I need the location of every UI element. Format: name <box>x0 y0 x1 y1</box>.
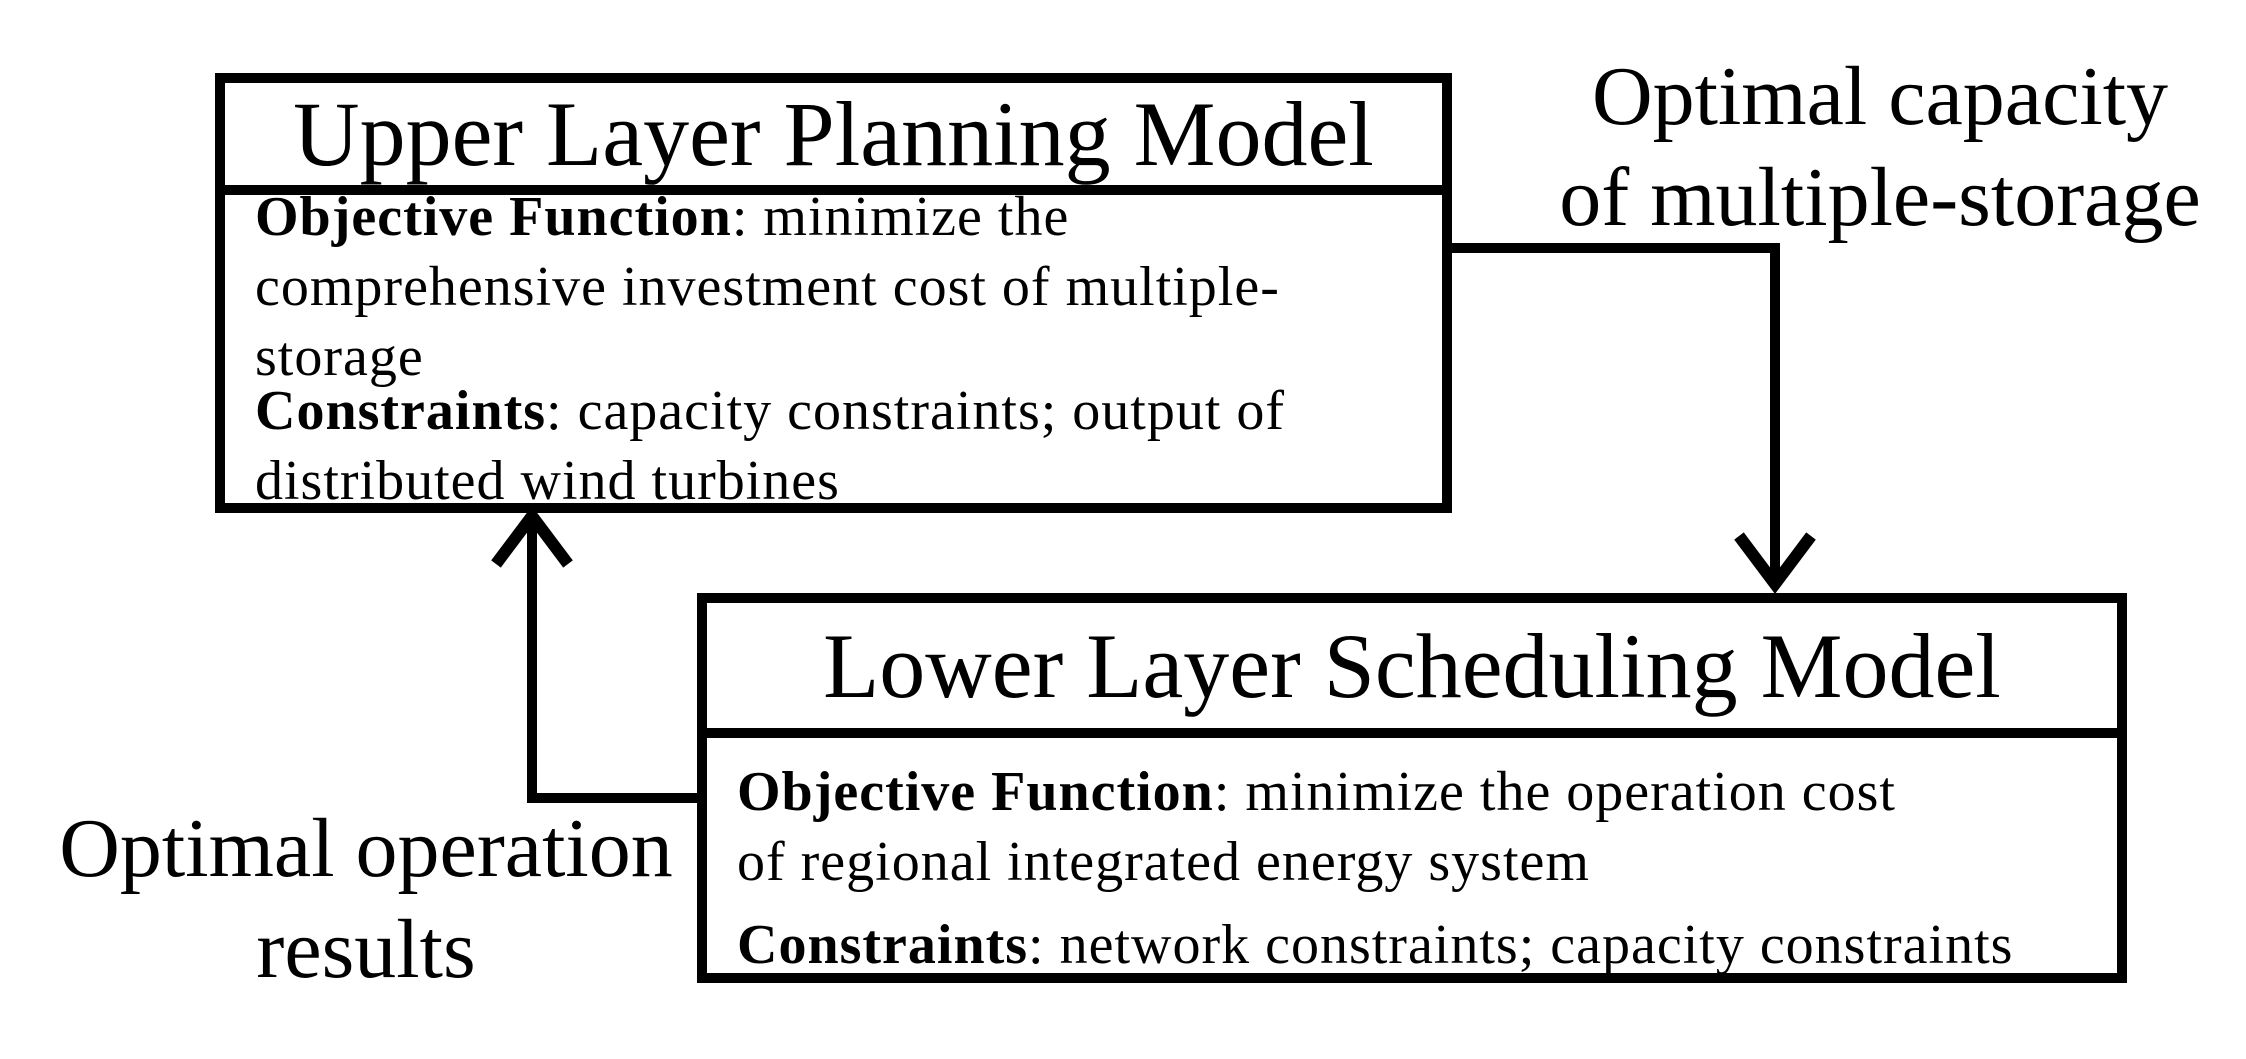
lower-box-body: Objective Function: minimize the operati… <box>707 738 2117 980</box>
capacity-arrow-line <box>1452 243 1780 582</box>
constraints-text: distributed wind turbines <box>255 450 840 512</box>
optimal-operation-label-line2: results <box>256 902 476 996</box>
upper-body-line: Objective Function: minimize the <box>255 182 1418 252</box>
optimal-operation-label: Optimal operation results <box>16 799 716 1001</box>
constraints-heading: Constraints <box>255 380 547 442</box>
constraints-text: : network constraints; capacity constrai… <box>1028 914 2014 976</box>
lower-box-title: Lower Layer Scheduling Model <box>707 603 2117 738</box>
upper-body-line: comprehensive investment cost of multipl… <box>255 252 1418 322</box>
upper-body-line: storage <box>255 322 1418 392</box>
objective-heading: Objective Function <box>737 761 1214 823</box>
operation-results-arrow-line <box>527 518 697 803</box>
arrow-up-icon <box>491 506 573 568</box>
arrow-down-icon <box>1734 532 1816 594</box>
upper-layer-planning-box: Upper Layer Planning Model Objective Fun… <box>215 73 1452 513</box>
upper-body-line: Constraints: capacity constraints; outpu… <box>255 376 1418 446</box>
objective-text: of regional integrated energy system <box>737 831 1590 893</box>
constraints-heading: Constraints <box>737 914 1029 976</box>
objective-heading: Objective Function <box>255 186 732 248</box>
optimal-capacity-label: Optimal capacity of multiple-storage <box>1480 47 2246 249</box>
capacity-arrow <box>1452 243 1816 594</box>
upper-box-body: Objective Function: minimize the compreh… <box>225 182 1442 516</box>
objective-text: storage <box>255 326 424 388</box>
objective-text: comprehensive investment cost of multipl… <box>255 256 1280 318</box>
lower-layer-scheduling-box: Lower Layer Scheduling Model Objective F… <box>697 593 2127 983</box>
objective-text: : minimize the operation cost <box>1213 761 1896 823</box>
upper-box-title: Upper Layer Planning Model <box>225 83 1442 195</box>
lower-body-line: of regional integrated energy system <box>737 827 2093 897</box>
upper-body-line: distributed wind turbines <box>255 446 1418 516</box>
lower-body-line: Constraints: network constraints; capaci… <box>737 910 2093 980</box>
optimal-capacity-label-line1: Optimal capacity <box>1591 50 2169 143</box>
optimal-capacity-label-line2: of multiple-storage <box>1559 150 2201 244</box>
lower-body-line: Objective Function: minimize the operati… <box>737 757 2093 827</box>
constraints-text: : capacity constraints; output of <box>546 380 1286 442</box>
operation-results-arrow <box>491 506 697 803</box>
objective-text: : minimize the <box>731 186 1070 248</box>
optimal-operation-label-line1: Optimal operation <box>59 802 673 895</box>
